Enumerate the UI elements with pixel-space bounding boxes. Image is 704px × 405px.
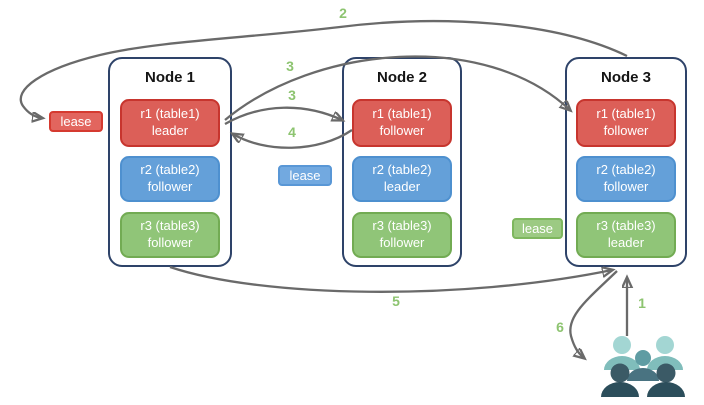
step-label-3b: 3 xyxy=(288,87,296,103)
node1-r3-block: r3 (table3) follower xyxy=(120,212,220,258)
replica-label: r2 (table2) xyxy=(596,162,656,178)
replica-label: r1 (table1) xyxy=(372,106,432,122)
replica-role: follower xyxy=(603,179,649,194)
arrow-step5-node1-to-node3 xyxy=(169,267,612,293)
replica-label: r2 (table2) xyxy=(140,162,200,178)
replica-role: leader xyxy=(383,179,421,194)
node-2-title: Node 2 xyxy=(376,69,427,86)
node-1-title: Node 1 xyxy=(144,69,195,86)
replica-label: r3 (table3) xyxy=(596,218,656,234)
replica-role: leader xyxy=(607,235,645,250)
step-label-2: 2 xyxy=(339,5,347,21)
step-label-3a: 3 xyxy=(286,58,294,74)
replica-label: r2 (table2) xyxy=(372,162,432,178)
person-back-right xyxy=(647,336,683,370)
lease-badge-r1: lease xyxy=(49,111,103,132)
arrow-step3-node1-to-node2 xyxy=(224,106,342,126)
node1-r1-block: r1 (table1) leader xyxy=(120,99,220,147)
users-icon xyxy=(601,336,685,397)
node-1-box: Node 1 r1 (table1) leader r2 (table2) fo… xyxy=(108,57,232,267)
node-3-title: Node 3 xyxy=(600,69,651,86)
node-3-box: Node 3 r1 (table1) follower r2 (table2) … xyxy=(565,57,687,267)
node3-r1-block: r1 (table1) follower xyxy=(576,99,676,147)
node2-r1-block: r1 (table1) follower xyxy=(352,99,452,147)
node3-r2-block: r2 (table2) follower xyxy=(576,156,676,202)
step-label-5: 5 xyxy=(392,293,400,309)
lease-badge-r3: lease xyxy=(512,218,563,239)
replica-role: follower xyxy=(379,235,425,250)
step-label-1: 1 xyxy=(638,295,646,311)
person-front-left xyxy=(601,363,639,397)
replica-role: follower xyxy=(147,179,193,194)
step-label-6: 6 xyxy=(556,319,564,335)
replica-label: r3 (table3) xyxy=(140,218,200,234)
replica-role: follower xyxy=(603,123,649,138)
replica-label: r1 (table1) xyxy=(140,106,200,122)
replica-role: follower xyxy=(147,235,193,250)
replica-label: r3 (table3) xyxy=(372,218,432,234)
node2-r3-block: r3 (table3) follower xyxy=(352,212,452,258)
node3-r3-block: r3 (table3) leader xyxy=(576,212,676,258)
person-front-right xyxy=(647,363,685,397)
replica-role: leader xyxy=(151,123,189,138)
node2-r2-block: r2 (table2) leader xyxy=(352,156,452,202)
node1-r2-block: r2 (table2) follower xyxy=(120,156,220,202)
replica-label: r1 (table1) xyxy=(596,106,656,122)
step-label-4: 4 xyxy=(288,124,296,140)
person-middle xyxy=(627,350,659,381)
node-2-box: Node 2 r1 (table1) follower r2 (table2) … xyxy=(342,57,462,267)
replica-role: follower xyxy=(379,123,425,138)
lease-badge-r2: lease xyxy=(278,165,332,186)
